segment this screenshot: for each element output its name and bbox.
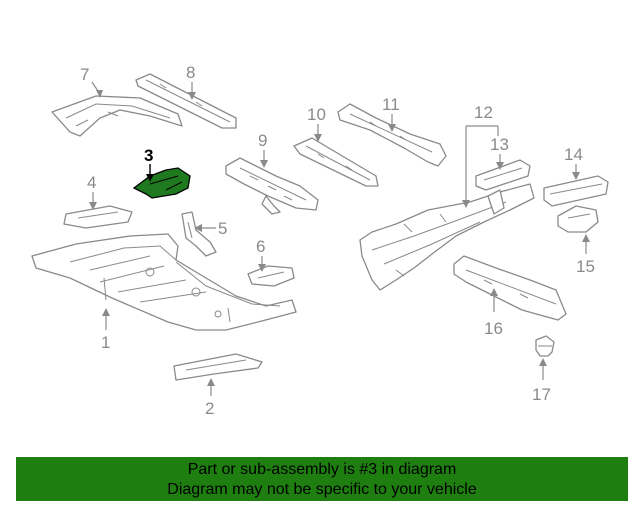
callout-17[interactable]: 17 (532, 385, 551, 404)
part-16[interactable] (453, 255, 567, 321)
part-7[interactable] (51, 95, 183, 137)
callout-numbers: 7 8 3 4 5 6 1 2 9 10 11 12 13 14 15 16 1… (80, 63, 595, 418)
callout-12[interactable]: 12 (474, 103, 493, 122)
part-info-banner: Part or sub-assembly is #3 in diagram Di… (16, 457, 628, 501)
leader-lines (89, 81, 590, 396)
callout-11[interactable]: 11 (382, 95, 400, 114)
callout-8[interactable]: 8 (186, 63, 195, 82)
part-2[interactable] (173, 353, 263, 381)
callout-3[interactable]: 3 (144, 146, 153, 165)
callout-6[interactable]: 6 (256, 237, 265, 256)
part-14[interactable] (543, 175, 609, 207)
callout-9[interactable]: 9 (258, 131, 267, 150)
callout-10[interactable]: 10 (307, 105, 326, 124)
part-17[interactable] (535, 335, 555, 357)
part-12[interactable] (359, 183, 535, 291)
callout-4[interactable]: 4 (87, 173, 96, 192)
part-13[interactable] (475, 159, 531, 191)
callout-15[interactable]: 15 (576, 257, 595, 276)
callout-2[interactable]: 2 (205, 399, 214, 418)
part-10[interactable] (293, 137, 379, 187)
part-6[interactable] (247, 265, 295, 287)
parts-diagram: 7 8 3 4 5 6 1 2 9 10 11 12 13 14 15 16 1… (31, 63, 609, 418)
callout-13[interactable]: 13 (490, 135, 509, 154)
callout-14[interactable]: 14 (564, 145, 583, 164)
part-3[interactable] (132, 167, 191, 199)
banner-line-1: Part or sub-assembly is #3 in diagram (187, 461, 457, 478)
part-4[interactable] (63, 205, 133, 229)
part-5[interactable] (181, 211, 217, 257)
part-11[interactable] (337, 103, 447, 167)
banner-line-2: Diagram may not be specific to your vehi… (167, 481, 477, 498)
part-1[interactable] (31, 233, 297, 331)
part-8[interactable] (135, 73, 237, 129)
callout-7[interactable]: 7 (80, 65, 89, 84)
callout-5[interactable]: 5 (218, 219, 227, 238)
callout-16[interactable]: 16 (484, 319, 503, 338)
part-9[interactable] (225, 157, 319, 215)
callout-1[interactable]: 1 (101, 333, 110, 352)
part-15[interactable] (557, 205, 599, 233)
